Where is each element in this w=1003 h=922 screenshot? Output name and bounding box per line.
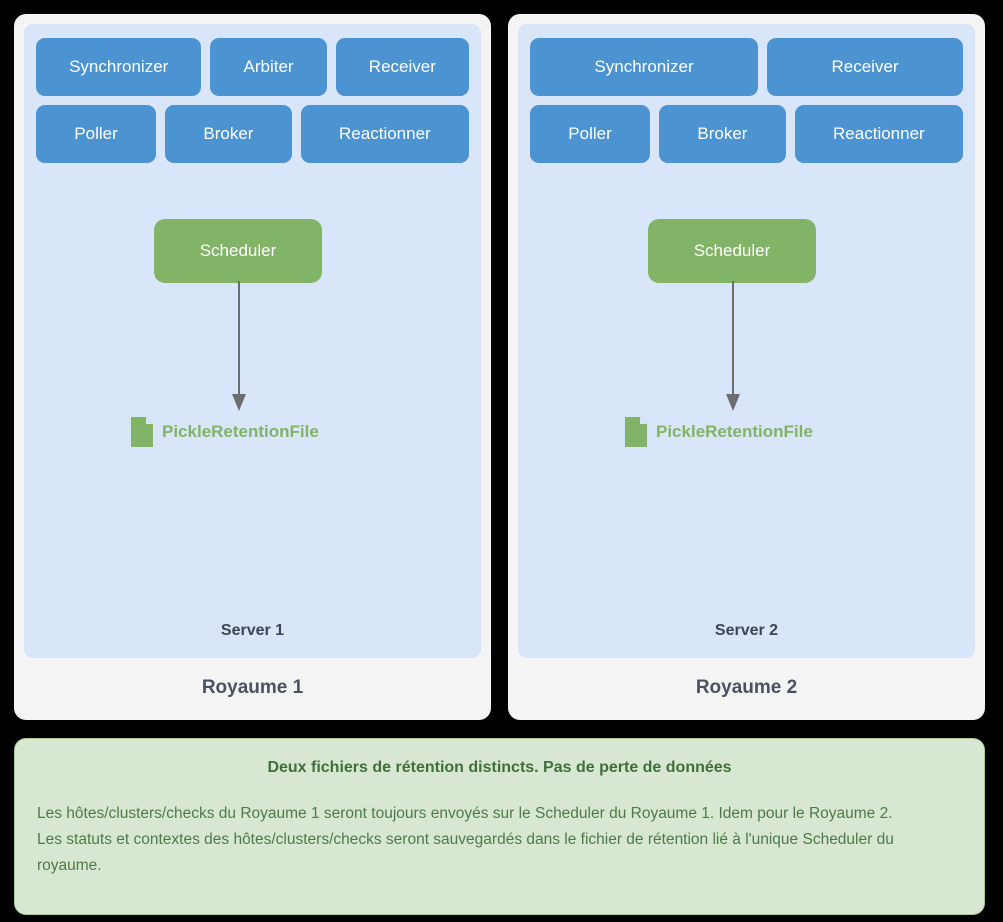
daemon-chip-synchronizer[interactable]: Synchronizer xyxy=(36,38,202,96)
daemon-row-2-bottom: Poller Broker Reactionner xyxy=(530,105,963,163)
realm-panel-1: Synchronizer Arbiter Receiver Poller Bro… xyxy=(14,14,491,720)
server-box-2: Synchronizer Receiver Poller Broker Reac… xyxy=(518,24,975,658)
scheduler-to-file-arrow-2 xyxy=(726,281,740,411)
server-label-2: Server 2 xyxy=(714,622,779,639)
file-document-icon xyxy=(625,417,647,447)
scheduler-node-1[interactable]: Scheduler xyxy=(154,219,322,283)
note-paragraph-2: Les statuts et contextes des hôtes/clust… xyxy=(37,831,894,874)
daemon-chip-receiver[interactable]: Receiver xyxy=(767,38,963,96)
server-label-1: Server 1 xyxy=(220,622,285,639)
daemon-chip-reactionner[interactable]: Reactionner xyxy=(300,105,469,163)
daemon-row-2-top: Synchronizer Receiver xyxy=(530,38,963,96)
realm-label-1: Royaume 1 xyxy=(201,677,304,698)
realms-row: Synchronizer Arbiter Receiver Poller Bro… xyxy=(14,14,985,720)
note-title: Deux fichiers de rétention distincts. Pa… xyxy=(267,759,732,776)
retention-file-label-1: PickleRetentionFile xyxy=(162,422,319,441)
daemon-chip-synchronizer[interactable]: Synchronizer xyxy=(530,38,759,96)
daemon-row-1-top: Synchronizer Arbiter Receiver xyxy=(36,38,469,96)
realm-label-2: Royaume 2 xyxy=(695,677,798,698)
note-paragraph-1: Les hôtes/clusters/checks du Royaume 1 s… xyxy=(37,805,893,822)
daemon-chip-poller[interactable]: Poller xyxy=(36,105,157,163)
daemon-chip-receiver[interactable]: Receiver xyxy=(335,38,469,96)
daemon-grid-1: Synchronizer Arbiter Receiver Poller Bro… xyxy=(36,38,469,163)
scheduler-to-file-arrow-1 xyxy=(232,281,246,411)
flow-area-1: Scheduler PickleRetentionFile xyxy=(36,219,469,622)
daemon-chip-broker[interactable]: Broker xyxy=(165,105,292,163)
retention-file-label-2: PickleRetentionFile xyxy=(656,422,813,441)
server-box-1: Synchronizer Arbiter Receiver Poller Bro… xyxy=(24,24,481,658)
file-document-icon xyxy=(131,417,153,447)
flow-area-2: Scheduler PickleRetentionFile xyxy=(530,219,963,622)
daemon-chip-broker[interactable]: Broker xyxy=(659,105,786,163)
retention-file-node-2[interactable]: PickleRetentionFile xyxy=(625,417,813,447)
daemon-grid-2: Synchronizer Receiver Poller Broker Reac… xyxy=(530,38,963,163)
daemon-chip-poller[interactable]: Poller xyxy=(530,105,651,163)
realm-panel-2: Synchronizer Receiver Poller Broker Reac… xyxy=(508,14,985,720)
daemon-chip-arbiter[interactable]: Arbiter xyxy=(210,38,327,96)
daemon-chip-reactionner[interactable]: Reactionner xyxy=(794,105,963,163)
daemon-row-1-bottom: Poller Broker Reactionner xyxy=(36,105,469,163)
retention-file-node-1[interactable]: PickleRetentionFile xyxy=(131,417,319,447)
note-body: Les hôtes/clusters/checks du Royaume 1 s… xyxy=(37,801,962,879)
scheduler-node-2[interactable]: Scheduler xyxy=(648,219,816,283)
note-box: Deux fichiers de rétention distincts. Pa… xyxy=(14,738,985,915)
